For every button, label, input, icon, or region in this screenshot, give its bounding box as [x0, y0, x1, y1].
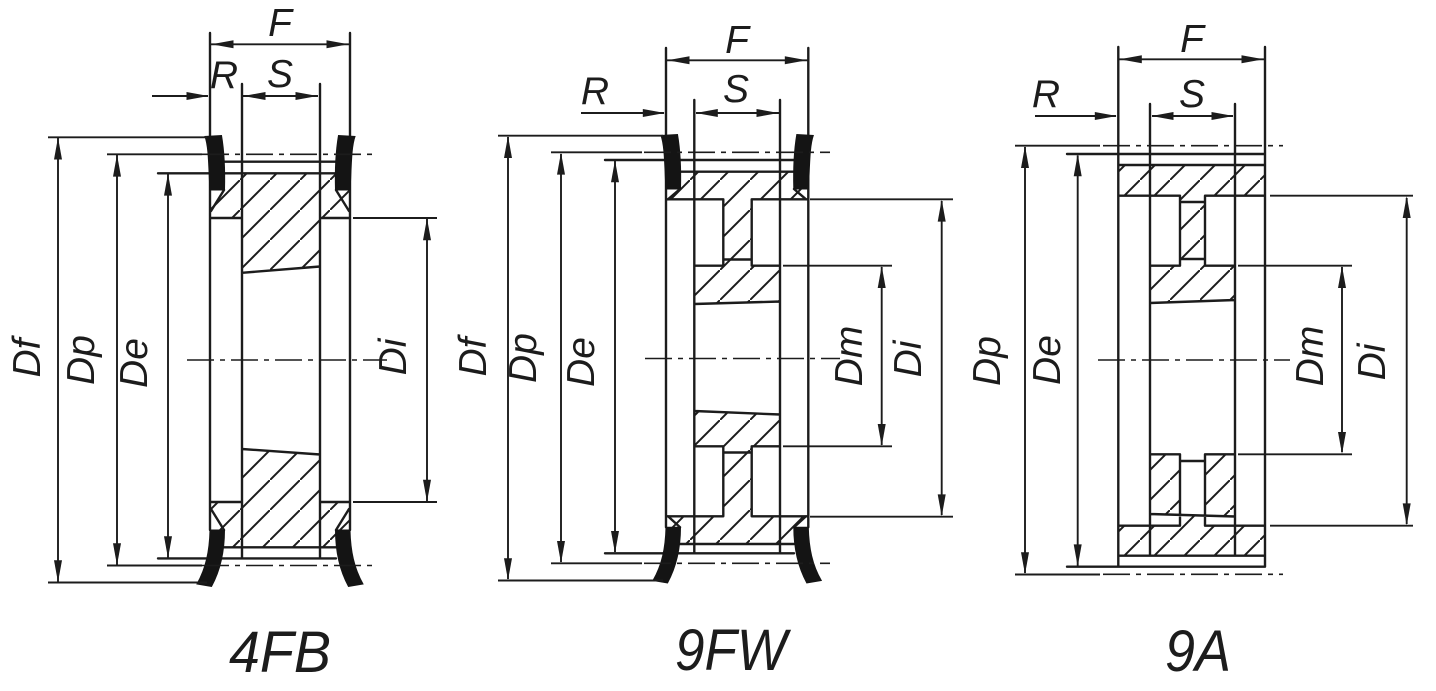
- arrowheads-9a: [1021, 55, 1411, 575]
- arrowheads-9fw: [504, 56, 946, 581]
- dim-label-s-4fb: S: [267, 53, 293, 96]
- dim-label-dp-9a: Dp: [966, 336, 1009, 386]
- section-hatch-9fw: [666, 172, 809, 544]
- dimension-lines-9a: [1015, 55, 1413, 576]
- drawing-4fb: F R S Df Dp De Di 4FB: [6, 2, 437, 685]
- centerlines-9a: [1098, 144, 1290, 576]
- dim-label-r-9a: R: [1032, 73, 1060, 116]
- dim-label-dm-9fw: Dm: [828, 326, 871, 387]
- flanges-9fw: [652, 133, 823, 584]
- dim-label-r-9fw: R: [581, 70, 609, 113]
- dim-label-di-9fw: Di: [887, 339, 930, 377]
- part-outline-9fw: [603, 46, 810, 555]
- centerlines-4fb: [187, 153, 387, 567]
- dim-label-f-9fw: F: [725, 19, 751, 62]
- dim-label-dp-9fw: Dp: [502, 333, 545, 383]
- arrowheads-4fb: [54, 40, 431, 583]
- dim-label-di-9a: Di: [1351, 342, 1394, 380]
- dimension-lines-4fb: [48, 40, 437, 584]
- part-outline-4fb: [156, 31, 352, 560]
- type-label-9a: 9A: [1165, 619, 1231, 684]
- dim-label-s-9fw: S: [723, 68, 749, 111]
- dim-label-df-9fw: Df: [452, 333, 495, 376]
- dim-label-s-9a: S: [1179, 73, 1205, 116]
- section-hatch-4fb: [210, 174, 350, 547]
- dim-label-de-9a: De: [1026, 335, 1069, 385]
- centerlines-9fw: [644, 151, 840, 565]
- dim-label-f-9a: F: [1180, 18, 1206, 61]
- type-label-9fw: 9FW: [675, 618, 792, 683]
- dim-label-r-4fb: R: [210, 54, 238, 97]
- drawing-9a: F R S Dp De Dm Di 9A: [966, 18, 1413, 684]
- dim-label-dp-4fb: Dp: [60, 335, 103, 385]
- part-outline-9a: [1065, 45, 1267, 568]
- drawing-9fw: F R S Df Dp De Dm Di 9FW: [452, 19, 953, 683]
- section-hatch-9a: [1118, 166, 1265, 556]
- dimension-lines-9fw: [498, 56, 953, 582]
- type-label-4fb: 4FB: [229, 620, 331, 685]
- dim-label-df-4fb: Df: [6, 334, 49, 377]
- dim-label-f-4fb: F: [268, 2, 294, 45]
- flanges-4fb: [196, 134, 364, 588]
- dim-label-dm-9a: Dm: [1289, 326, 1332, 387]
- dim-label-di-4fb: Di: [372, 337, 415, 375]
- dim-label-de-9fw: De: [560, 337, 603, 387]
- dim-label-de-4fb: De: [113, 338, 156, 388]
